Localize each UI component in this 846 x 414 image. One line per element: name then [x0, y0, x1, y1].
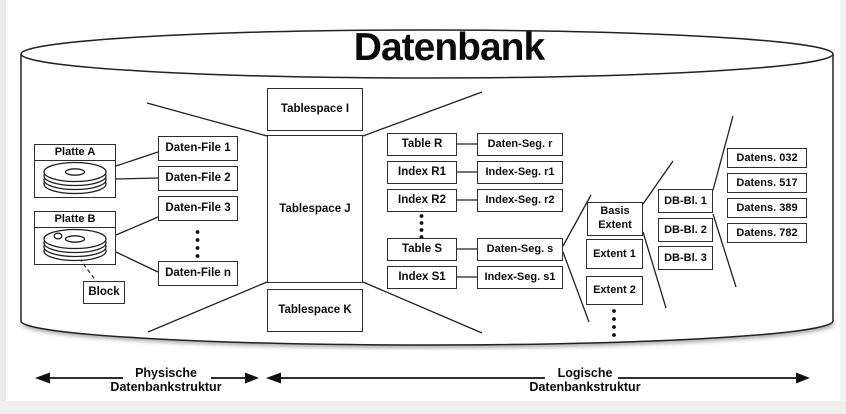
- page-edge-right: [840, 0, 846, 414]
- daten-file-n-box: Daten-File n: [158, 261, 238, 286]
- tablespace-i-box: Tablespace I: [267, 88, 363, 131]
- daten-file-1-box: Daten-File 1: [158, 136, 238, 161]
- record-032-box: Datens. 032: [727, 148, 807, 168]
- disk-platte-a: Platte A: [34, 144, 116, 198]
- daten-file-2-box: Daten-File 2: [158, 166, 238, 191]
- page-edge-bottom: [0, 401, 846, 414]
- tablespace-j-box: Tablespace J: [267, 135, 363, 283]
- tablespace-to-table-fan-lines: [362, 91, 483, 334]
- disk-to-file-connectors: [115, 151, 159, 273]
- extent-to-block-fan-lines: [642, 160, 674, 309]
- vertical-ellipsis-icon: [195, 230, 200, 258]
- file-to-tablespace-fan-lines: [146, 102, 268, 333]
- block-box: Block: [83, 281, 125, 304]
- record-517-box: Datens. 517: [727, 173, 807, 193]
- logical-structure-label: Logische Datenbankstruktur: [522, 366, 648, 394]
- database-cylinder-icon: [20, 29, 835, 348]
- db-block-2-box: DB-Bl. 2: [658, 218, 713, 242]
- db-block-1-box: DB-Bl. 1: [658, 189, 713, 213]
- vertical-ellipsis-icon: [612, 309, 616, 337]
- index-r2-box: Index R2: [387, 189, 457, 212]
- daten-seg-s-box: Daten-Seg. s: [477, 238, 563, 261]
- daten-file-3-box: Daten-File 3: [158, 196, 238, 221]
- disk-sector-marker-icon: [53, 232, 63, 240]
- page-edge-left: [0, 0, 6, 414]
- extent-2-box: Extent 2: [586, 276, 643, 305]
- disk-platte-b-label: Platte B: [35, 212, 115, 228]
- index-seg-r1-box: Index-Seg. r1: [477, 161, 563, 184]
- tablespace-k-box: Tablespace K: [267, 289, 363, 332]
- physical-structure-label-line1: Physische: [135, 366, 197, 380]
- index-seg-r2-box: Index-Seg. r2: [477, 189, 563, 212]
- basis-extent-box: Basis Extent: [587, 202, 643, 236]
- disk-platte-b: Platte B: [34, 211, 116, 265]
- double-arrow-icon: [35, 372, 259, 384]
- logical-structure-label-line1: Logische: [557, 366, 613, 380]
- logical-structure-label-line2: Datenbankstruktur: [529, 380, 641, 394]
- index-seg-s1-box: Index-Seg. s1: [477, 266, 563, 289]
- vertical-ellipsis-icon: [419, 214, 424, 239]
- physical-structure-label-line2: Datenbankstruktur: [110, 380, 222, 394]
- double-arrow-icon: [266, 372, 810, 384]
- segment-to-extent-fan-lines: [562, 194, 592, 323]
- disk-platte-a-label: Platte A: [35, 145, 115, 161]
- index-r1-box: Index R1: [387, 161, 457, 184]
- record-782-box: Datens. 782: [727, 223, 807, 243]
- extent-1-box: Extent 1: [586, 239, 643, 269]
- db-block-3-box: DB-Bl. 3: [658, 246, 713, 270]
- block-to-record-fan-lines: [712, 115, 737, 288]
- diagram-title: Datenbank: [353, 26, 545, 69]
- table-r-box: Table R: [387, 133, 457, 156]
- table-s-box: Table S: [387, 238, 457, 261]
- record-389-box: Datens. 389: [727, 198, 807, 218]
- daten-seg-r-box: Daten-Seg. r: [477, 133, 563, 156]
- disk-stack-icon: [43, 161, 107, 195]
- table-to-segment-connectors: [457, 143, 477, 278]
- disk-stack-icon: [43, 228, 107, 262]
- physical-structure-label: Physische Datenbankstruktur: [103, 366, 229, 394]
- index-s1-box: Index S1: [387, 266, 457, 289]
